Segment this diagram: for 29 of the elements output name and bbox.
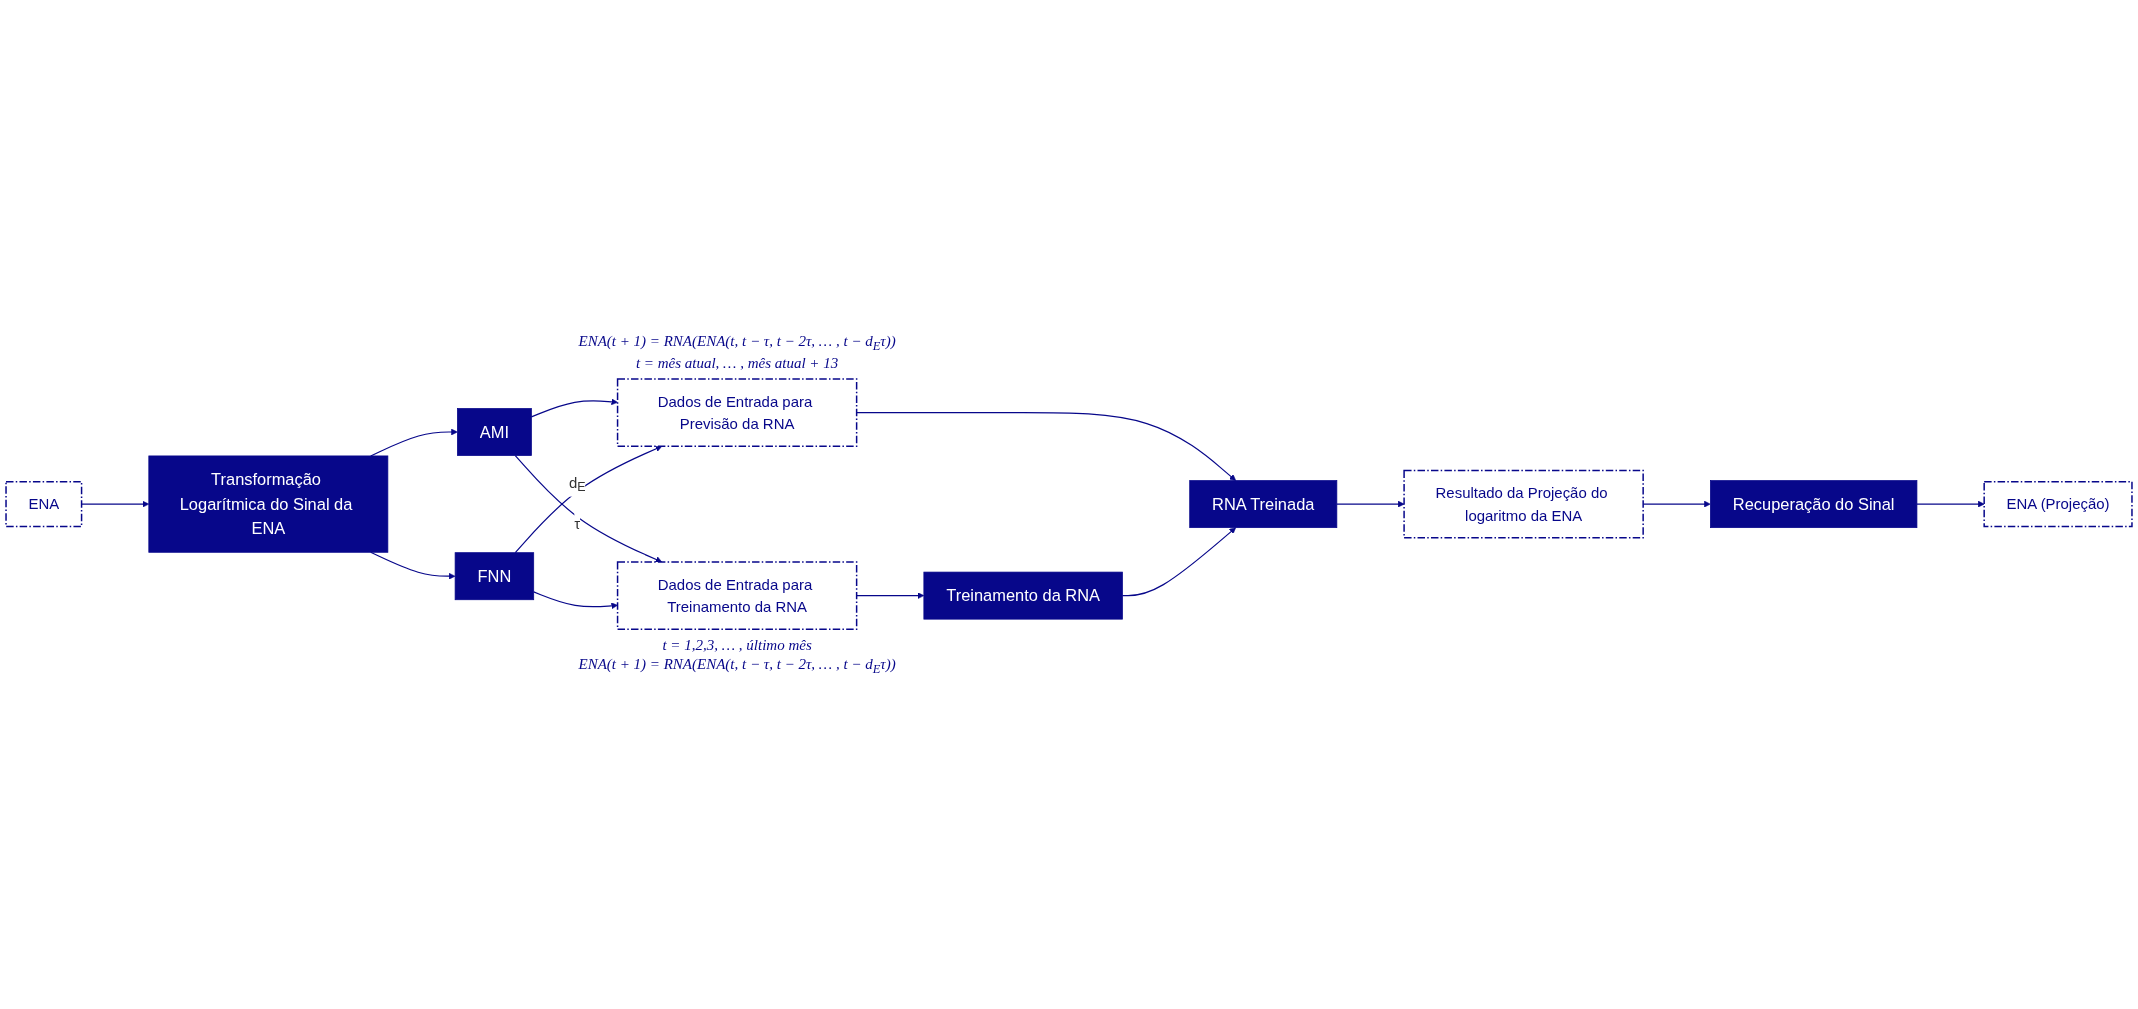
arrow	[370, 552, 456, 580]
node-box: Recuperação do Sinal	[1710, 480, 1918, 529]
formula-text: t = 1,2,3, … , último mês	[661, 635, 813, 655]
formula-text: t = mês atual, … , mês atual + 13	[634, 353, 840, 373]
arrow	[81, 501, 150, 508]
arrow	[514, 446, 663, 554]
arrow	[856, 412, 1236, 482]
node-box: RNA Treinada	[1189, 480, 1338, 529]
arrow	[530, 398, 618, 418]
edge-label: τ	[574, 516, 581, 533]
arrow	[856, 592, 925, 600]
formula-text: ENA(t + 1) = RNA(ENA(t, t − τ, t − 2τ, … , t − d$_{E}$τ))	[578, 331, 896, 354]
node-box: ENA	[5, 481, 83, 528]
arrow	[1336, 501, 1405, 508]
arrow	[1916, 501, 1985, 508]
node-box: Resultado da Projeção do logaritmo da ENA	[1403, 470, 1644, 539]
node-box: Treinamento da RNA	[923, 572, 1123, 620]
edge-label: d$_{E}$	[568, 474, 586, 495]
arrow	[370, 429, 458, 457]
arrow	[1121, 527, 1236, 597]
node-box: ENA (Projeção)	[1983, 481, 2133, 528]
node-box: Dados de Entrada para Treinamento da RNA	[616, 561, 858, 631]
formula-text: ENA(t + 1) = RNA(ENA(t, t − τ, t − 2τ, … , t − d$_{E}$τ))	[578, 655, 896, 678]
node-box: AMI	[457, 408, 532, 457]
node-box: Transformação Logarítmica do Sinal da ENA	[148, 455, 389, 554]
arrow	[514, 455, 663, 563]
arrow	[533, 591, 618, 610]
node-box: Dados de Entrada para Previsão da RNA	[616, 378, 858, 448]
node-box: FNN	[454, 552, 535, 601]
